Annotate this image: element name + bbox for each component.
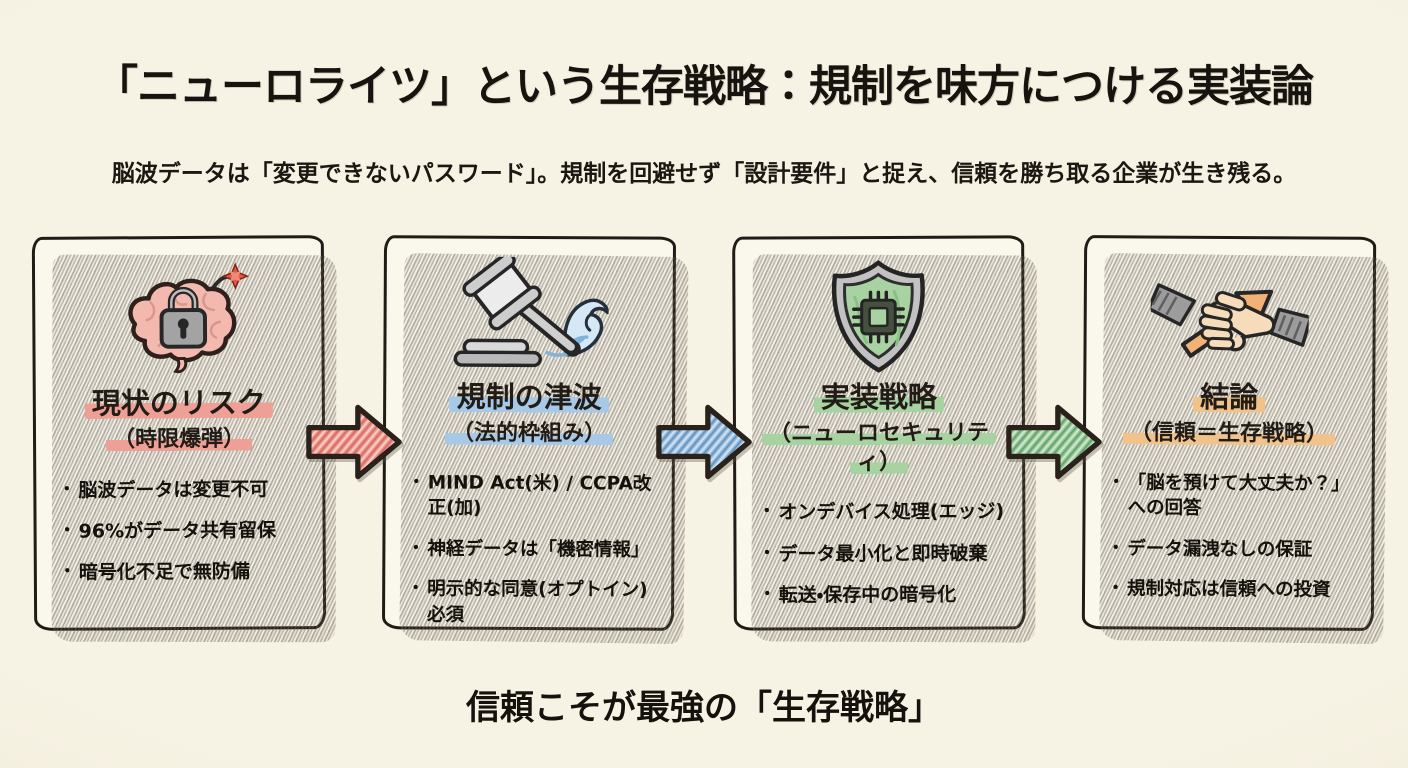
bullet-item: ・96%がデータ共有留保 — [59, 517, 305, 545]
bullet-item: ・転送・保存中の暗号化 — [759, 581, 1005, 608]
card-implementation-strategy: 実装戦略 （ニューロセキュリティ） ・オンデバイス処理(エッジ) ・データ最小化… — [732, 235, 1026, 631]
bullet-text: 96%がデータ共有留保 — [78, 519, 277, 543]
bullet-text: MIND Act(米) / CCPA改正(加) — [427, 472, 652, 520]
page-title: 「ニューロライツ」という生存戦略：規制を味方につける実装論 — [95, 62, 1314, 112]
bullet-list: ・オンデバイス処理(エッジ) ・データ最小化と即時破棄 ・転送・保存中の暗号化 — [752, 499, 1007, 624]
bullet-dot: ・ — [1106, 578, 1125, 599]
bullet-item: ・MIND Act(米) / CCPA改正(加) — [408, 470, 654, 522]
bullet-list: ・MIND Act(米) / CCPA改正(加) ・神経データは「機密情報」 ・… — [401, 470, 656, 644]
bullet-dot: ・ — [407, 538, 425, 559]
bullet-item: ・脳波データは変更不可 — [58, 476, 304, 504]
card-subtitle: （時限爆弾） — [105, 426, 253, 455]
bullet-dot: ・ — [58, 520, 76, 541]
flow-arrow-green — [1006, 236, 1102, 630]
bullet-item: ・明示的な同意(オプトイン)必須 — [407, 577, 653, 629]
card-subtitle: （ニューロセキュリティ） — [752, 420, 1006, 478]
card-title: 結論 — [1193, 379, 1266, 416]
card-title: 規制の津波 — [449, 379, 609, 416]
bullet-text: データ最小化と即時破棄 — [778, 542, 988, 566]
bullet-item: ・暗号化不足で無防備 — [59, 559, 305, 587]
bullet-item: ・「脳を預けて大丈夫か？」への回答 — [1107, 470, 1353, 523]
gavel-wave-icon — [450, 256, 609, 380]
card-title: 現状のリスク — [84, 384, 273, 421]
bullet-text: 転送・保存中の暗号化 — [778, 583, 957, 607]
bullet-text: 規制対応は信頼への投資 — [1126, 578, 1331, 602]
bullet-list: ・「脳を預けて大丈夫か？」への回答 ・データ漏洩なしの保証 ・規制対応は信頼への… — [1101, 470, 1356, 619]
bullet-item: ・神経データは「機密情報」 — [407, 536, 653, 563]
flow-arrow-red — [306, 236, 402, 630]
bullet-dot: ・ — [407, 472, 425, 493]
bullet-text: 「脳を預けて大丈夫か？」への回答 — [1127, 472, 1350, 520]
bullet-dot: ・ — [1107, 472, 1125, 493]
cards-row: 現状のリスク （時限爆弾） ・脳波データは変更不可 ・96%がデータ共有留保 ・… — [31, 235, 1377, 631]
bullet-item: ・データ漏洩なしの保証 — [1107, 536, 1353, 563]
bullet-text: データ漏洩なしの保証 — [1127, 538, 1313, 561]
shield-chip-icon — [799, 257, 958, 380]
bullet-item: ・規制対応は信頼への投資 — [1107, 577, 1353, 604]
bullet-text: 明示的な同意(オプトイン)必須 — [426, 578, 648, 626]
flow-arrow-blue — [656, 236, 752, 630]
bullet-dot: ・ — [758, 543, 776, 564]
bullet-text: オンデバイス処理(エッジ) — [778, 500, 1005, 524]
bullet-dot: ・ — [58, 561, 76, 583]
bullet-item: ・データ最小化と即時破棄 — [758, 540, 1004, 567]
bullet-dot: ・ — [758, 584, 776, 605]
footer-tagline: 信頼こそが最強の「生存戦略」 — [466, 688, 942, 728]
bullet-dot: ・ — [1107, 538, 1125, 559]
bullet-dot: ・ — [58, 479, 76, 500]
card-regulation-wave: 規制の津波 （法的枠組み） ・MIND Act(米) / CCPA改正(加) ・… — [381, 235, 677, 631]
handshake-growth-icon — [1150, 257, 1310, 380]
bullet-list: ・脳波データは変更不可 ・96%がデータ共有留保 ・暗号化不足で無防備 — [52, 476, 307, 601]
bullet-dot: ・ — [758, 501, 776, 522]
bullet-dot: ・ — [407, 578, 425, 599]
card-title: 実装戦略 — [813, 379, 944, 416]
card-conclusion: 結論 （信頼＝生存戦略） ・「脳を預けて大丈夫か？」への回答 ・データ漏洩なしの… — [1081, 235, 1377, 631]
card-subtitle: （法的枠組み） — [444, 420, 614, 449]
bullet-text: 神経データは「機密情報」 — [427, 538, 650, 561]
card-current-risk: 現状のリスク （時限爆弾） ・脳波データは変更不可 ・96%がデータ共有留保 ・… — [31, 235, 327, 631]
bullet-text: 脳波データは変更不可 — [78, 478, 269, 502]
bullet-item: ・オンデバイス処理(エッジ) — [758, 499, 1004, 526]
bullet-text: 暗号化不足で無防備 — [78, 560, 250, 584]
page-subtitle: 脳波データは「変更できないパスワード」。規制を回避せず「設計要件」と捉え、信頼を… — [111, 161, 1297, 187]
brain-lock-bomb-icon — [99, 257, 258, 386]
card-subtitle: （信頼＝生存戦略） — [1122, 420, 1336, 450]
